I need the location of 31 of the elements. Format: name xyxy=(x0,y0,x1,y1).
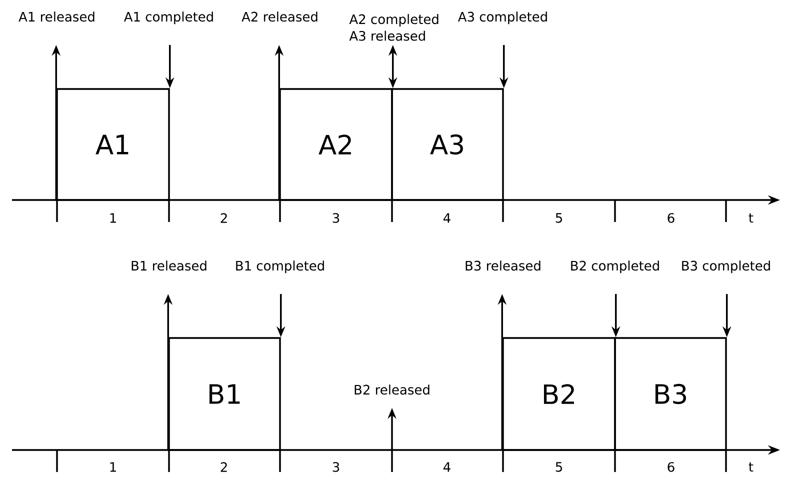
interval-number: 1 xyxy=(110,462,116,472)
event-label: A2 completed A3 released xyxy=(349,14,438,41)
task-box: A2 xyxy=(279,88,393,201)
axis-label: t xyxy=(748,462,754,472)
event-label: B2 completed xyxy=(571,260,659,274)
interval-number: 4 xyxy=(444,213,450,223)
axis-label: t xyxy=(748,213,754,223)
event-label: B3 released xyxy=(466,260,540,271)
event-label: A1 released xyxy=(18,12,94,22)
interval-number: 5 xyxy=(556,213,562,223)
interval-number: 6 xyxy=(668,213,674,223)
event-label: B1 released xyxy=(132,260,206,271)
interval-number: 1 xyxy=(110,213,116,223)
interval-number: 2 xyxy=(220,213,227,223)
interval-number: 3 xyxy=(332,462,340,472)
event-label: B2 released xyxy=(354,384,430,395)
task-box: B1 xyxy=(168,337,281,451)
task-box: A1 xyxy=(56,88,170,201)
event-label: B3 completed xyxy=(682,260,770,274)
interval-number: 4 xyxy=(444,462,450,472)
interval-number: 5 xyxy=(556,462,562,472)
interval-number: 2 xyxy=(220,462,227,472)
interval-number: 3 xyxy=(332,213,340,223)
interval-number: 6 xyxy=(668,462,674,472)
task-box: B3 xyxy=(614,337,727,451)
event-label: A1 completed xyxy=(124,12,213,24)
event-label: B1 completed xyxy=(236,260,324,274)
event-label: A2 released xyxy=(242,12,318,22)
event-label: A3 completed xyxy=(458,12,547,24)
task-box: B2 xyxy=(502,337,616,451)
task-box: A3 xyxy=(391,88,504,201)
